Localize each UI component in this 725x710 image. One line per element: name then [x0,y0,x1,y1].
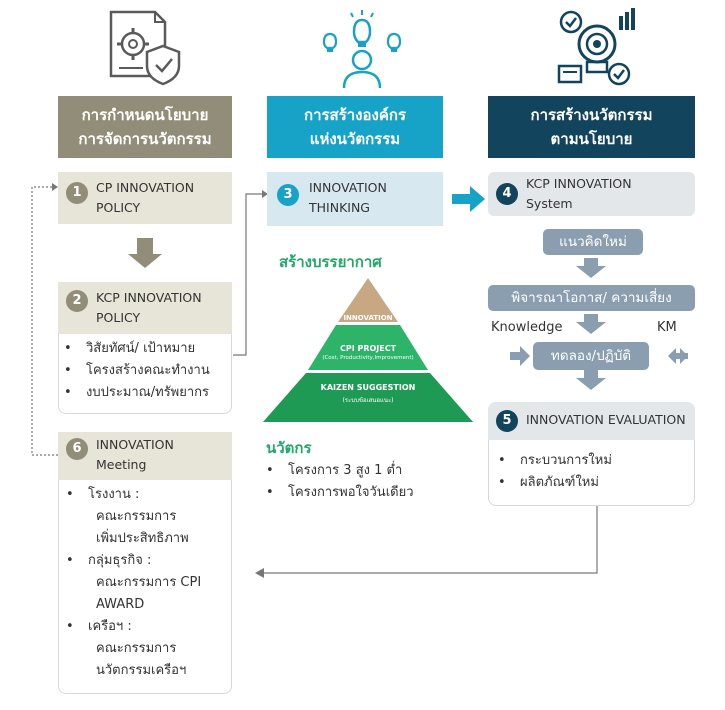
step2-bullet: วิสัยทัศน์/ เป้าหมาย [86,341,196,356]
step2-bullet: งบประมาณ/ทรัพยากร [86,385,210,400]
step4-box: 4 KCP INNOVATION System [488,172,695,216]
innovation-label: นวัตกร [266,439,312,457]
col3-header-line2: ตามนโยบาย [550,130,633,148]
col2-header-line1: การสร้างองค์กร [303,106,407,124]
pyramid-bottom [263,373,473,422]
innovation-pyramid [263,278,473,422]
col3-header: การสร้างนวัตกรรม ตามนโยบาย [488,96,695,158]
step5-number: 5 [496,410,518,432]
trial-step: ทดลอง/ปฏิบัติ [533,342,649,370]
step6-bullet-head: กลุ่มธุรกิจ : [88,553,152,568]
col2-header: การสร้างองค์กร แห่งนวัตกรรม [267,96,443,158]
col1-header-line1: การกำหนดนโยบาย [81,106,209,124]
step5-bullets: •กระบวนการใหม่ •ผลิตภัณฑ์ใหม่ [498,450,688,494]
step6-bullet-line: เพิ่มประสิทธิภาพ [96,531,189,546]
pyramid-middle-sublabel: (Cost, Productivity,Improvement) [322,355,414,361]
innovation-bullet: โครงการ 3 สูง 1 ต่ำ [288,463,403,478]
step1-label: CP INNOVATION POLICY [96,180,195,215]
step5-bullet: ผลิตภัณฑ์ใหม่ [520,475,599,490]
step6-bullet-line: คณะกรรมการ [96,641,177,656]
step6-box: 6 INNOVATION Meeting [58,432,232,480]
step4-label: KCP INNOVATION System [526,176,632,211]
step6-bullet-head: โรงงาน : [88,487,140,502]
step1-number: 1 [66,182,88,204]
step6-bullet-line: คณะกรรมการ CPI [96,575,202,590]
step6-bullet-line: คณะกรรมการ [96,509,177,524]
step6-bullet-line: นวัตกรรมเครือฯ [96,663,187,678]
step3-number: 3 [277,184,299,206]
step6-number: 6 [66,438,88,460]
new-idea-step: แนวคิดใหม่ [543,229,643,255]
step2-number: 2 [66,290,88,312]
step3-box: 3 INNOVATION THINKING [267,172,443,226]
step5-bullet: กระบวนการใหม่ [520,453,612,468]
col2-header-line2: แห่งนวัตกรรม [309,130,401,148]
col3-header-line1: การสร้างนวัตกรรม [530,106,653,124]
step6-label: INNOVATION Meeting [96,437,174,472]
pyramid-middle [308,325,428,370]
pyramid-middle-label: CPI PROJECT [339,344,397,353]
step3-label: INNOVATION THINKING [309,180,387,215]
step5-box: 5 INNOVATION EVALUATION [488,402,695,440]
step2-label: KCP INNOVATION POLICY [96,290,202,325]
step4-number: 4 [496,183,518,205]
km-label: KM [657,320,677,335]
step2-box: 2 KCP INNOVATION POLICY [58,282,232,334]
col1-header: การกำหนดนโยบาย การจัดการนวัตกรรม [58,96,232,158]
step5-label: INNOVATION EVALUATION [526,412,686,427]
pyramid-bottom-sublabel: (ระบบข้อเสนอแนะ) [342,397,394,404]
step6-bullets: •โรงงาน : คณะกรรมการ เพิ่มประสิทธิภาพ •ก… [66,484,226,682]
col1-header-line2: การจัดการนวัตกรรม [78,130,212,148]
atmosphere-label: สร้างบรรยากาศ [279,253,382,271]
innovation-bullets: •โครงการ 3 สูง 1 ต่ำ •โครงการพอใจวันเดีย… [266,460,456,504]
knowledge-label: Knowledge [491,320,563,335]
step6-bullet-head: เครือฯ : [88,619,132,634]
step2-bullet: โครงสร้างคณะทำงาน [86,363,210,378]
gear-bulb-chart-icon [557,8,635,86]
pyramid-bottom-label: KAIZEN SUGGESTION [320,383,416,392]
innovation-bullet: โครงการพอใจวันเดียว [288,485,414,500]
pyramid-top-label: INNOVATION [343,314,393,322]
pyramid-top [338,278,398,322]
team-lightbulb-icon [322,10,402,89]
document-gear-shield-icon [109,10,181,86]
consider-step: พิจารณาโอกาส/ ความเสี่ยง [488,285,695,311]
step2-bullets: •วิสัยทัศน์/ เป้าหมาย •โครงสร้างคณะทำงาน… [64,338,234,404]
step1-box: 1 CP INNOVATION POLICY [58,172,232,224]
step6-bullet-line: AWARD [96,597,145,612]
